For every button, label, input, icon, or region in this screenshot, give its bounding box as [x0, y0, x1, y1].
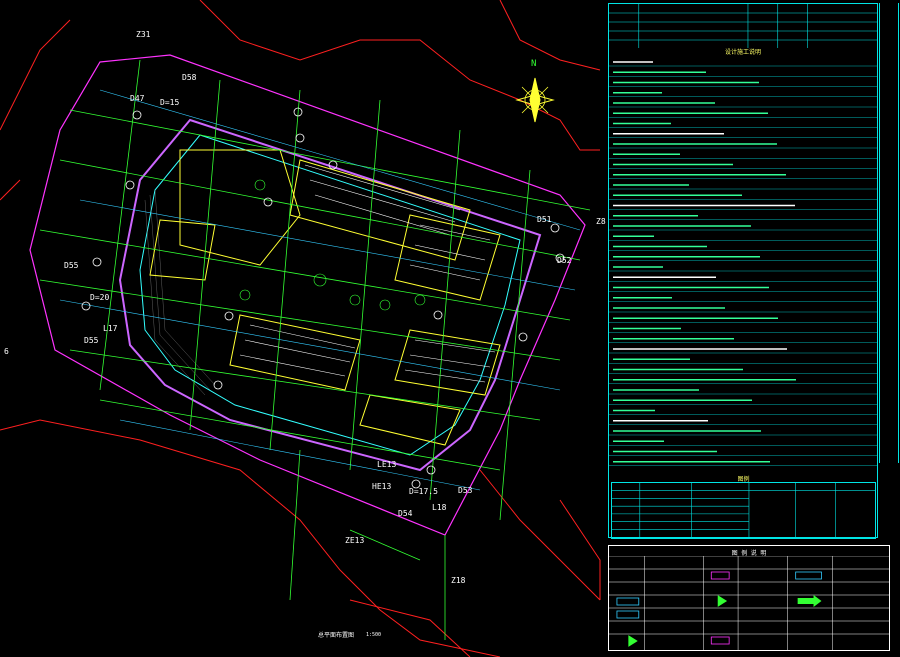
- grid-label: D=20: [90, 293, 110, 302]
- grid-label: D52: [557, 256, 572, 265]
- tree-symbols: [239, 179, 426, 311]
- dimension-table: 图例: [611, 476, 876, 539]
- site-plan-caption: 总平面布置图: [318, 632, 355, 639]
- grid-label: Z8: [596, 217, 606, 226]
- service-lines: [59, 89, 581, 491]
- grid-label: D55: [84, 336, 99, 345]
- title-strip: [879, 3, 899, 463]
- building-detail: [239, 164, 496, 383]
- inner-road: [139, 134, 521, 456]
- scale-note: 1:500: [366, 632, 382, 638]
- grid-label: ZE13: [345, 536, 365, 545]
- node-markers: [81, 107, 565, 489]
- dimension-table-grid: [612, 483, 875, 538]
- notes-header-table: [609, 4, 877, 48]
- buildings: [149, 149, 501, 446]
- utility-lines: [39, 59, 591, 640]
- road-boundaries: [0, 0, 601, 657]
- legend-panel: 图 例 说 明: [608, 545, 890, 651]
- grid-label: 6: [4, 347, 9, 356]
- grid-label: D58: [182, 73, 197, 82]
- design-notes-panel: 设计施工说明: [608, 3, 878, 538]
- dimension-table-title: 图例: [737, 476, 750, 483]
- grid-label: D=17.5: [409, 487, 438, 496]
- legend-grid: [609, 556, 889, 650]
- grid-label: D47: [130, 94, 145, 103]
- grid-label: LE13: [377, 460, 397, 469]
- north-label: N: [531, 59, 537, 69]
- ring-road: [118, 118, 542, 472]
- grid-label: D54: [398, 509, 413, 518]
- grid-label: D55: [64, 261, 79, 270]
- legend-title: 图 例 说 明: [731, 550, 767, 557]
- notes-title: 设计施工说明: [724, 49, 761, 56]
- grid-label: Z18: [451, 576, 466, 585]
- north-arrow-icon: [515, 77, 555, 123]
- grid-label: L18: [432, 503, 447, 512]
- grid-label: D=15: [160, 98, 180, 107]
- site-boundary: [29, 54, 586, 536]
- grid-label: HE13: [372, 482, 392, 491]
- grid-label: Z31: [136, 30, 151, 39]
- grid-label: D53: [458, 486, 473, 495]
- grid-label: D51: [537, 215, 552, 224]
- planting-hatch: [144, 189, 216, 396]
- grid-label: L17: [103, 324, 118, 333]
- notes-lines: [609, 61, 877, 466]
